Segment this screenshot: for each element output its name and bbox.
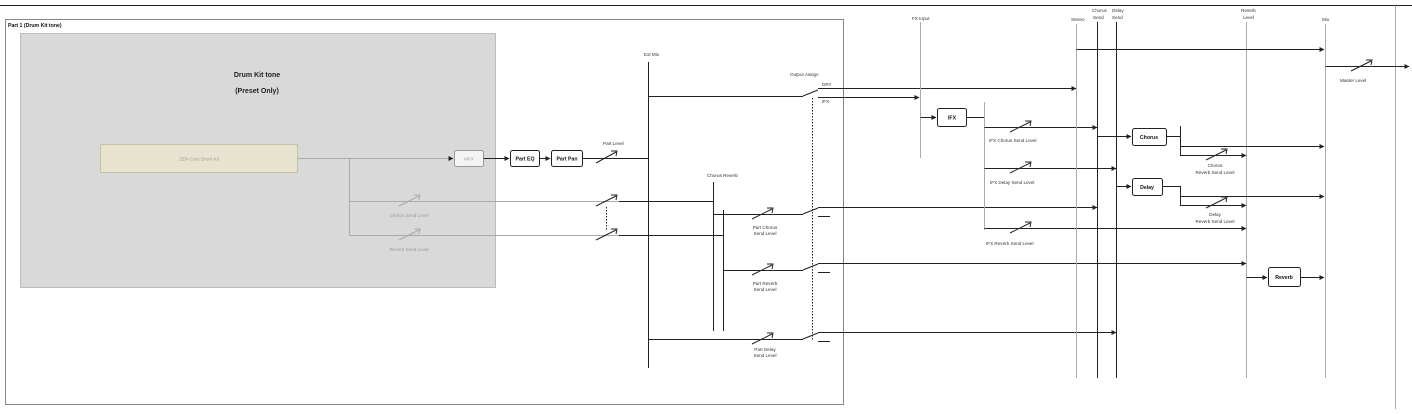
tone-subtitle: (Preset Only) [235, 88, 279, 95]
part-eq-label: Part EQ [515, 157, 534, 163]
part-reverb-switch-icon [802, 263, 819, 271]
output-assign-label: Output Assign [790, 72, 819, 77]
chorus-send-header-2: Send [1093, 15, 1104, 20]
ifx-reverb-send-knob-icon [1009, 221, 1032, 234]
chorus-reverb-send-label-2: Reverb Send Level [1195, 170, 1234, 175]
delay-block-label: Delay [1140, 185, 1154, 191]
ifx-reverb-send-label: IFX Reverb Send Level [986, 241, 1034, 246]
master-level-knob-icon [1350, 59, 1373, 72]
delay-send-header-1: Delay [1112, 8, 1124, 13]
delay-send-header-2: Send [1112, 15, 1123, 20]
part-reverb-send-label-1: Part Reverb [753, 281, 778, 286]
delay-reverb-send-knob-icon [1205, 196, 1228, 209]
ifx-out-label: IFX [822, 99, 829, 104]
chorus-send-label: Chorus Send Level [389, 213, 428, 218]
part-chorus-send-label-2: Send Level [754, 231, 777, 236]
ifx-chorus-send-label: IFX Chorus Send Level [989, 138, 1037, 143]
reverb-level-header-1: Reverb [1241, 8, 1256, 13]
ifx-delay-send-knob-icon [1009, 161, 1032, 174]
delay-reverb-send-label-2: Reverb Send Level [1195, 219, 1234, 224]
part-chorus-send-knob-icon [751, 207, 774, 220]
part-reverb-send-knob-icon [751, 263, 774, 276]
ifx-input-label: FX Input [912, 16, 930, 21]
chorus-reverb-label: Chorus Reverb [707, 173, 738, 178]
mix-header: Mix [1322, 17, 1330, 22]
part-reverb-send-label-2: Send Level [754, 287, 777, 292]
reverb-send-knob2-icon [595, 228, 618, 241]
reverb-send-knob-icon [398, 228, 421, 241]
part-delay-send-label-1: Part Delay [754, 347, 776, 352]
ifx-chorus-send-knob-icon [1009, 120, 1032, 133]
kit-name: ZEN-Core Drum Kit [179, 157, 220, 162]
tone-title: Drum Kit tone [234, 72, 280, 79]
part-chorus-switch-icon [802, 207, 819, 215]
chorus-reverb-send-knob-icon [1205, 148, 1228, 161]
part-delay-send-knob-icon [751, 332, 774, 345]
dry-label: DRY [822, 82, 832, 87]
part-level-label: Part Level [603, 141, 624, 146]
output-assign-switch-icon [802, 89, 819, 97]
chorus-reverb-send-label-1: Chorus [1208, 163, 1224, 168]
part-level-knob-icon [595, 150, 618, 164]
chorus-block-label: Chorus [1140, 135, 1158, 141]
part-pan-label: Part Pan [556, 157, 577, 163]
mfx-label: MFX [464, 157, 474, 162]
part-delay-send-label-2: Send Level [754, 353, 777, 358]
stereo-header: Stereo [1071, 17, 1085, 22]
part-label: Part 1 (Drum Kit tone) [8, 23, 62, 29]
reverb-level-header-2: Level [1243, 15, 1254, 20]
chorus-send-knob2-icon [595, 194, 618, 207]
part-frame [5, 19, 844, 405]
ext-mix-label: Ext Mix [644, 52, 660, 57]
chorus-send-header-1: Chorus [1092, 8, 1108, 13]
part-chorus-send-label-1: Part Chorus [753, 225, 778, 230]
ifx-block-label: IFX [948, 116, 957, 122]
chorus-send-knob-icon [398, 194, 421, 207]
reverb-send-label: Reverb Send Level [389, 247, 428, 252]
master-level-label: Master Level [1340, 78, 1366, 83]
reverb-block-label: Reverb [1275, 275, 1293, 281]
delay-reverb-send-label-1: Delay [1209, 212, 1221, 217]
ifx-delay-send-label: IFX Delay Send Level [990, 180, 1034, 185]
part-delay-switch-icon [802, 332, 819, 340]
